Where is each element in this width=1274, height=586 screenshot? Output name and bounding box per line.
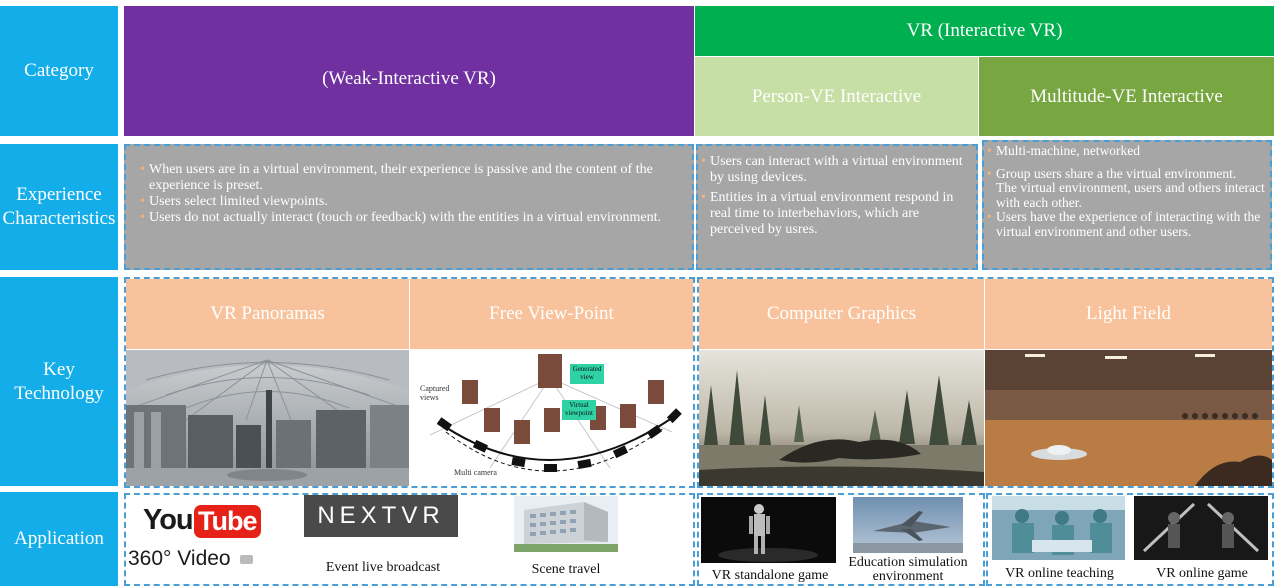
tech-vr-panoramas: VR Panoramas [126,279,409,349]
online-game-caption: VR online game [1156,566,1248,581]
row-header-category-label: Category [24,60,94,81]
tech-free-view-point-label: Free View-Point [489,303,614,324]
scene-travel-image [514,496,618,552]
tech-computer-graphics: Computer Graphics [699,279,984,349]
category-interactive-vr: VR (Interactive VR) [695,6,1274,56]
panorama-image [126,350,409,486]
computer-graphics-image [699,350,984,486]
row-header-key-technology-label: Key Technology [14,358,104,404]
category-interactive-label: VR (Interactive VR) [906,20,1063,41]
category-multitude-ve: Multitude-VE Interactive [979,57,1274,136]
row-header-application-label: Application [14,528,104,549]
fvp-captured-label: Captured views [420,384,450,402]
category-person-ve-label: Person-VE Interactive [751,85,922,107]
category-weak-label: (Weak-Interactive VR) [322,68,496,89]
experience-weak-item: Users do not actually interact (touch or… [140,210,682,226]
category-person-ve: Person-VE Interactive [695,57,978,136]
play-icon [240,554,254,564]
experience-person-ve-box: Users can interact with a virtual enviro… [696,144,978,270]
online-game-image [1134,496,1268,560]
education-simulation-image [853,497,963,553]
fvp-generated-label: Generated view [572,365,602,381]
tech-vr-panoramas-label: VR Panoramas [210,303,325,324]
fvp-virtual-label: Virtual viewpoint [565,401,593,417]
event-live-caption: Event live broadcast [325,560,441,575]
experience-person-ve-item: Entities in a virtual environment respon… [701,190,970,238]
experience-multitude-item: Group users share a the virtual environm… [987,166,1266,182]
nextvr-logo: NEXTVR [304,495,458,537]
key-tech-weak-frame [124,277,695,488]
youtube-logo: You Tube [143,504,261,540]
row-header-application: Application [0,492,118,586]
online-teaching-image [992,496,1125,560]
application-multitude-frame [986,493,1274,586]
education-simulation-caption: Education simulation environment [848,555,968,584]
standalone-game-caption: VR standalone game [711,568,829,583]
tech-light-field-label: Light Field [1086,303,1171,324]
experience-multitude-item: Multi-machine, networked [987,143,1266,159]
experience-multitude-item: The virtual environment, users and other… [996,180,1265,210]
light-field-image [985,350,1272,486]
experience-weak-item: Users select limited viewpoints. [140,194,682,210]
online-teaching-caption: VR online teaching [1005,566,1114,581]
row-header-experience: Experience Characteristics [0,144,118,270]
tech-computer-graphics-label: Computer Graphics [766,303,917,324]
fvp-multi-label: Multi camera [454,468,497,477]
application-weak-frame [124,493,695,586]
youtube-you-text: You [143,504,194,536]
experience-weak-item: When users are in a virtual environment,… [140,162,682,194]
tech-free-view-point: Free View-Point [410,279,693,349]
tech-light-field: Light Field [985,279,1272,349]
video-360-label: 360° Video [128,547,231,570]
row-header-key-technology: Key Technology [0,277,118,486]
nextvr-logo-text: NEXTVR [317,502,445,529]
standalone-game-image [701,497,836,563]
row-header-category: Category [0,6,118,136]
application-person-ve-frame [697,493,985,586]
experience-weak-box: When users are in a virtual environment,… [124,144,694,270]
youtube-tube-text: Tube [194,505,261,538]
scene-travel-caption: Scene travel [531,562,601,577]
experience-multitude-box: Multi-machine, networked Group users sha… [982,140,1272,270]
category-multitude-ve-label: Multitude-VE Interactive [1030,85,1223,107]
experience-person-ve-item: Users can interact with a virtual enviro… [701,154,970,186]
video-360-row: 360° Video [128,547,268,577]
key-tech-interactive-frame [697,277,1274,488]
category-weak-interactive: (Weak-Interactive VR) [124,6,694,136]
free-view-point-diagram: Generated view Virtual viewpoint Capture… [410,350,693,486]
row-header-experience-label: Experience Characteristics [2,184,116,229]
experience-multitude-item: Users have the experience of interacting… [987,209,1266,239]
